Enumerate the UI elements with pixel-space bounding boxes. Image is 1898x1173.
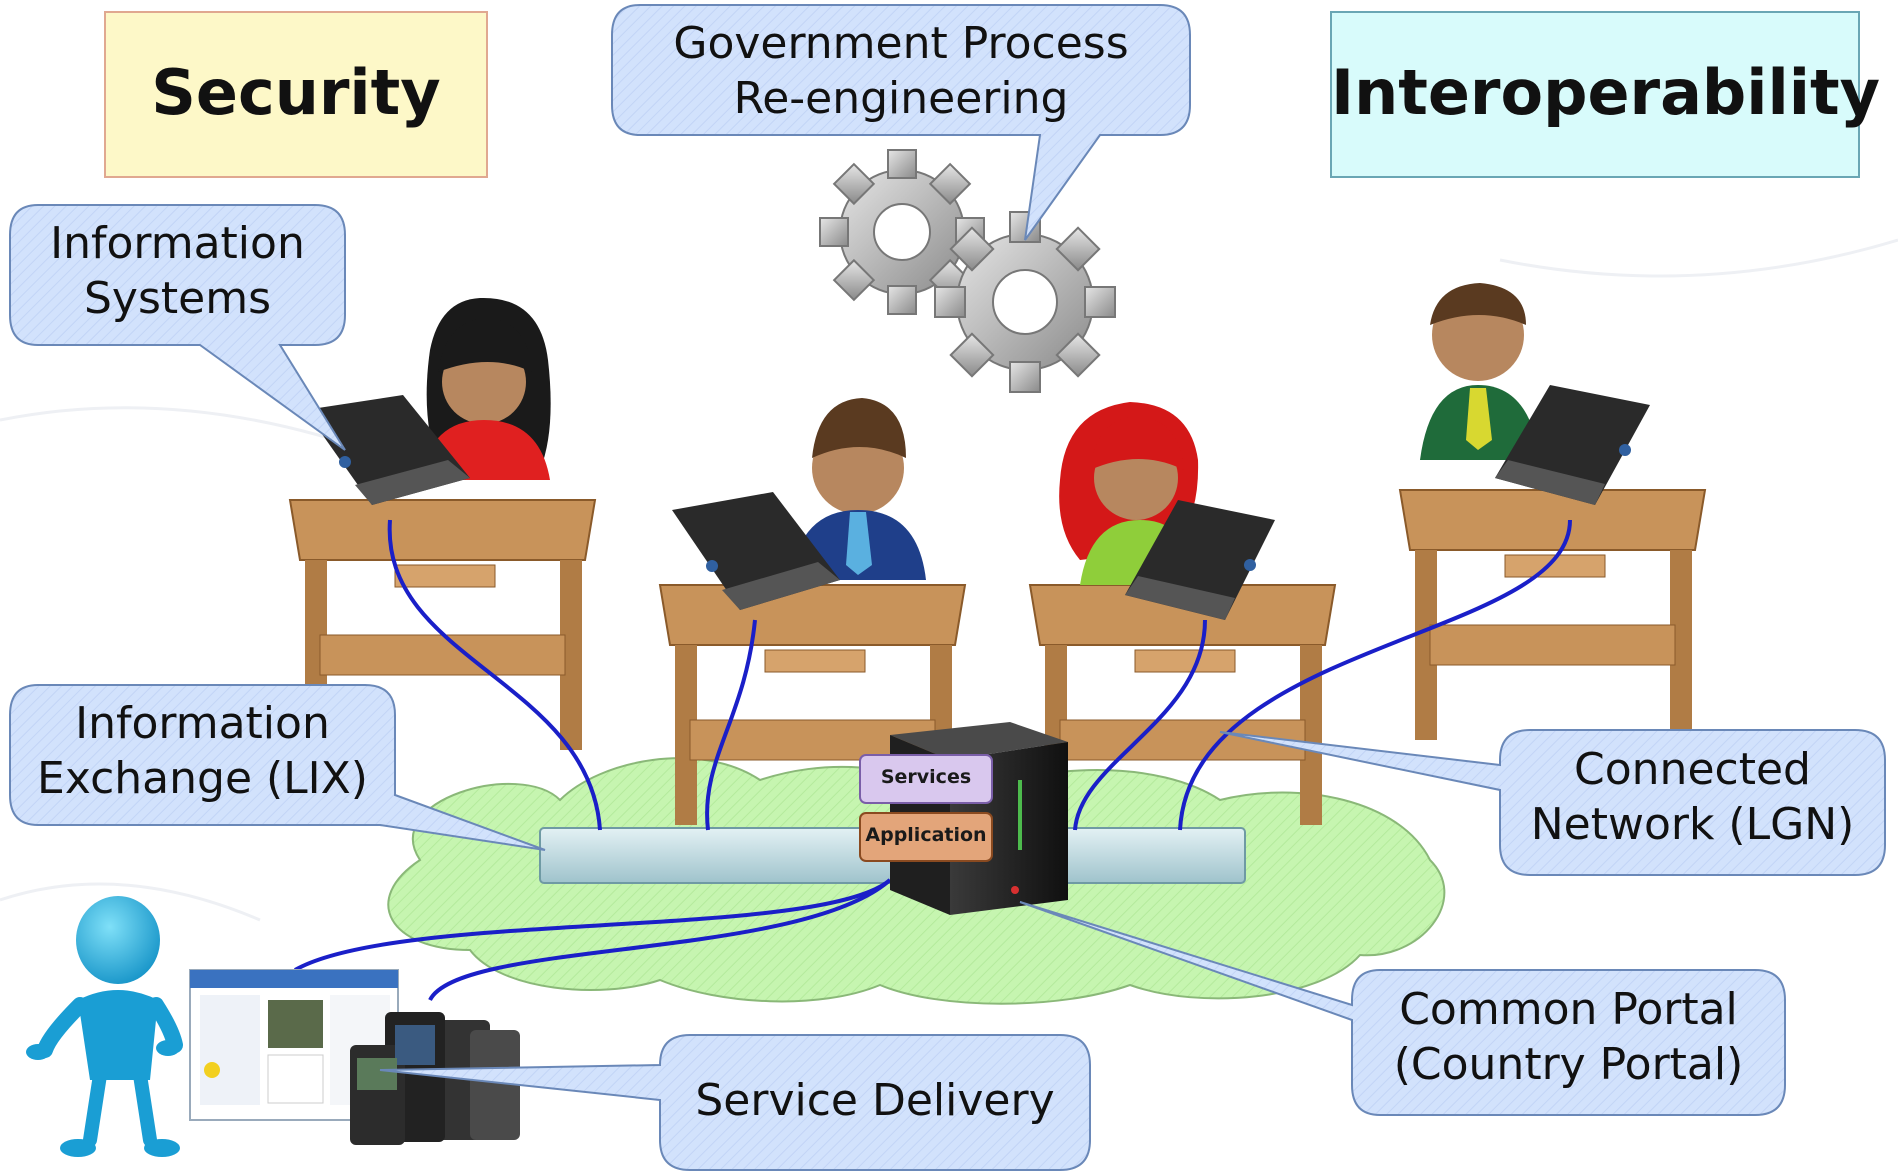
mobile-phones-icon: [350, 1012, 520, 1145]
application-pill: [859, 812, 993, 862]
information-exchange-label: Information Exchange (LIX): [37, 698, 368, 804]
application-label: Application: [865, 824, 987, 846]
callout-information-exchange: [9, 684, 546, 851]
common-portal-label: Common Portal (Country Portal): [1393, 984, 1744, 1090]
connected-network-label: Connected Network (LGN): [1530, 744, 1855, 850]
callout-information-systems: [9, 204, 346, 451]
person-at-laptop-icon: [672, 398, 926, 610]
callout-connected-network: [1219, 729, 1886, 876]
callout-common-portal: [1019, 901, 1786, 1116]
interoperability-heading: Interoperability: [1331, 56, 1881, 129]
security-heading: Security: [151, 56, 441, 129]
callout-service-delivery: [379, 1034, 1091, 1171]
desk-4: [1398, 489, 1707, 740]
callout-government-process: [611, 4, 1191, 241]
service-delivery-label: Service Delivery: [695, 1075, 1055, 1126]
person-at-laptop-icon: [1420, 283, 1650, 505]
person-at-laptop-icon: [305, 297, 551, 505]
person-at-laptop-icon: [1059, 402, 1275, 620]
services-pill: [859, 754, 993, 804]
security-box: [104, 11, 488, 178]
gear-icon: [934, 211, 1116, 393]
services-label: Services: [880, 766, 972, 788]
network-cables: [294, 519, 1572, 1002]
information-systems-label: Information Systems: [50, 218, 305, 324]
citizen-figure-icon: [26, 896, 183, 1157]
government-process-label: Government Process Re-engineering: [673, 18, 1129, 124]
interoperability-box: [1330, 11, 1860, 178]
